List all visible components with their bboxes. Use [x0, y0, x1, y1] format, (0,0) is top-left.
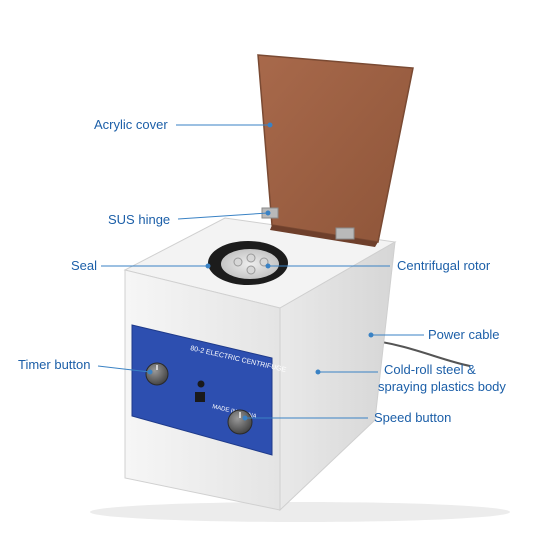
label-timer-button: Timer button — [18, 357, 91, 372]
label-power-cable: Power cable — [428, 327, 500, 342]
leader-dot — [265, 210, 271, 216]
rotor-hole — [259, 257, 269, 267]
rotor-hole — [233, 257, 243, 267]
label-seal: Seal — [71, 258, 98, 273]
label-sus-hinge: SUS hinge — [108, 212, 171, 227]
rotor-hole — [246, 265, 256, 275]
label-body-line1: Cold-roll steel & — [384, 362, 476, 377]
leader-dot — [147, 369, 153, 375]
body-side-face — [279, 241, 396, 512]
rotor — [221, 249, 279, 279]
leader-timer — [97, 365, 151, 373]
ground-shadow — [90, 502, 510, 522]
leader-dot — [265, 263, 271, 269]
timer-knob[interactable] — [145, 362, 169, 386]
power-switch[interactable] — [195, 392, 205, 402]
leader-dot — [315, 369, 321, 375]
leader-dot — [242, 415, 248, 421]
leader-dot — [368, 332, 374, 338]
label-speed-button: Speed button — [374, 410, 452, 425]
label-centrifugal-rotor: Centrifugal rotor — [397, 258, 491, 273]
label-acrylic-cover: Acrylic cover — [94, 117, 168, 132]
leader-dot — [205, 263, 211, 269]
leader-dot — [267, 122, 273, 128]
label-body-line2: spraying plastics body — [378, 379, 506, 394]
power-indicator — [197, 380, 205, 388]
hinge-right — [335, 227, 355, 240]
leader-sus-hinge — [177, 212, 269, 220]
acrylic-cover — [257, 54, 414, 243]
cover-edge — [270, 225, 378, 247]
rotor-hole — [246, 253, 256, 263]
